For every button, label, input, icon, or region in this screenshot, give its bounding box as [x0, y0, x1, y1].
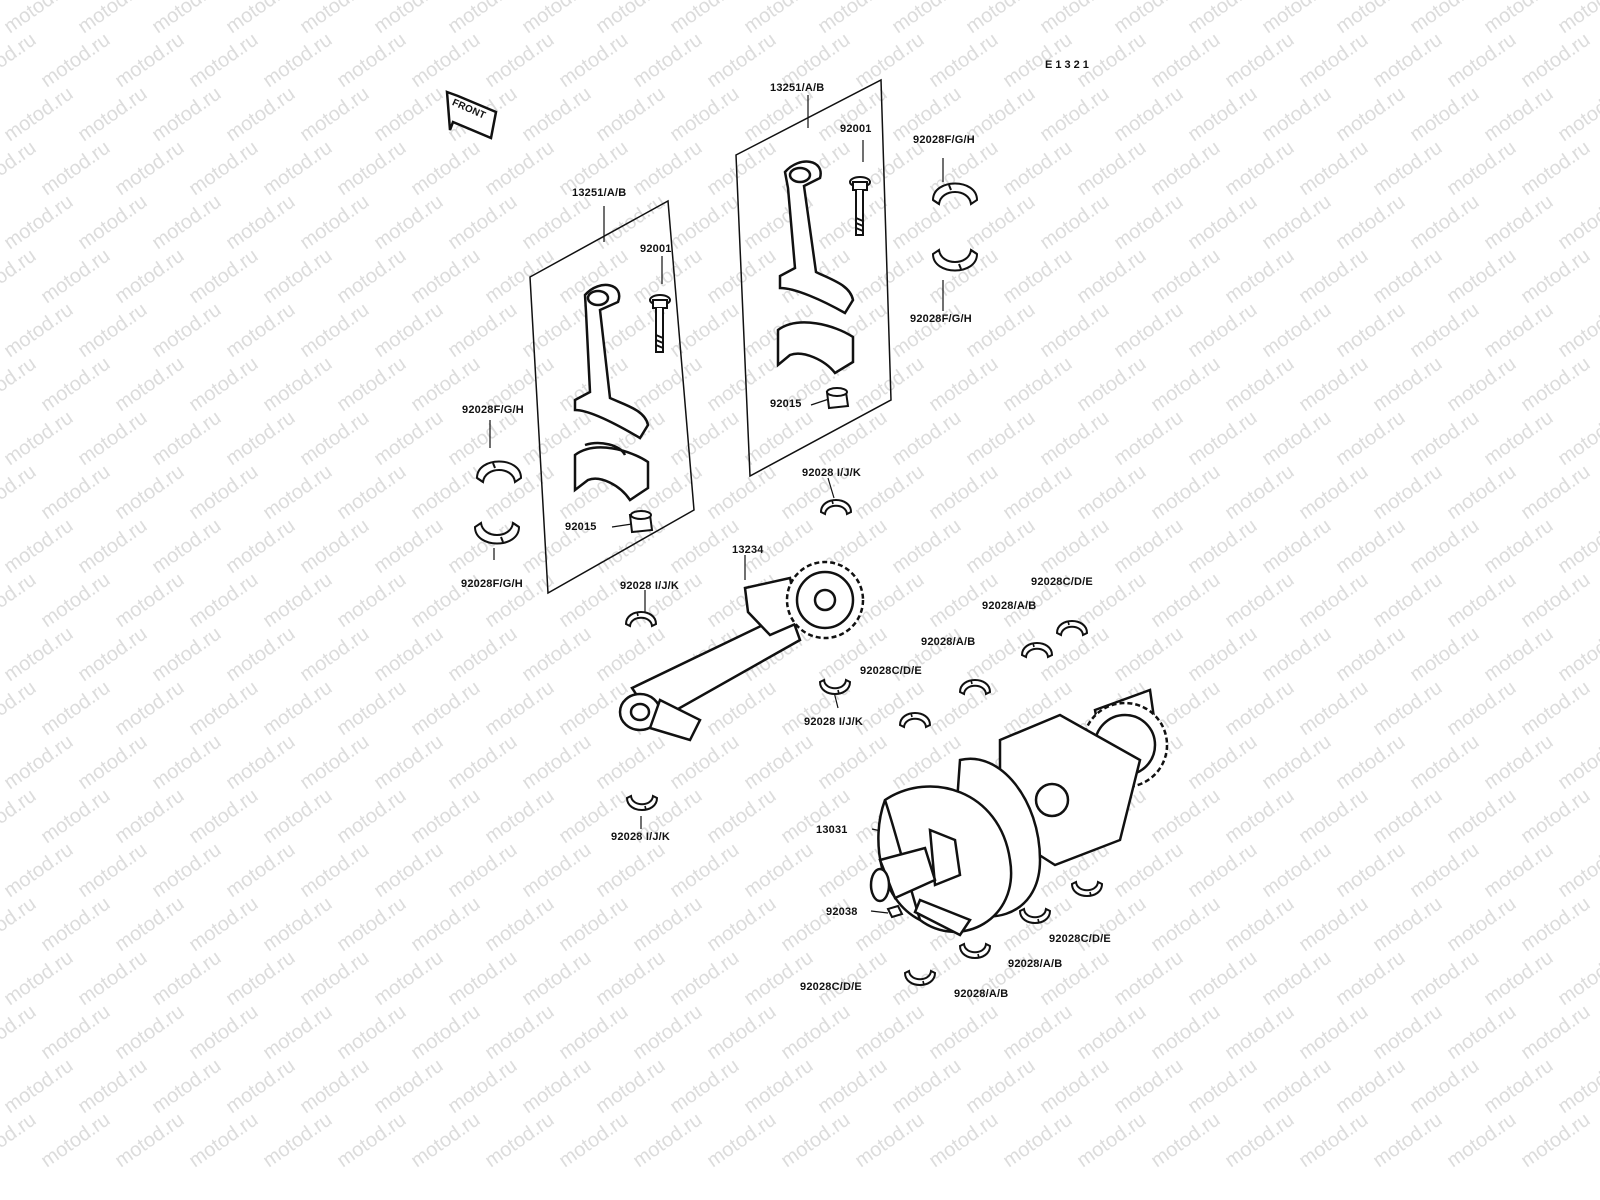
label-bearing-fgh-right-top: 92028F/G/H: [913, 134, 975, 146]
label-bearing-ab-1: 92028/A/B: [982, 600, 1037, 612]
label-bearing-ijk-top: 92028 I/J/K: [802, 467, 862, 479]
label-rod-assy-right: 13251/A/B: [770, 82, 825, 94]
balancer-shaft: [618, 560, 865, 742]
label-bearing-cde-2: 92028C/D/E: [860, 665, 922, 677]
label-bearing-fgh-left-bottom: 92028F/G/H: [461, 578, 523, 590]
rod-assy-frame-right: [735, 78, 892, 478]
label-crankshaft: 13031: [816, 824, 848, 836]
label-bearing-ab-2: 92028/A/B: [921, 636, 976, 648]
label-bearing-fgh-right-bottom: 92028F/G/H: [910, 313, 972, 325]
rod-nut-right: [825, 387, 850, 410]
label-nut-left: 92015: [565, 521, 597, 533]
rod-nut-left: [628, 510, 654, 534]
label-bearing-cde-1: 92028C/D/E: [1031, 576, 1093, 588]
label-key: 92038: [826, 906, 858, 918]
label-bearing-ab-4: 92028/A/B: [954, 988, 1009, 1000]
label-bearing-ijk-bottom: 92028 I/J/K: [611, 831, 671, 843]
label-bolt-left: 92001: [640, 243, 672, 255]
rod-assy-frame-left: [529, 199, 695, 595]
label-bearing-ijk-mid: 92028 I/J/K: [804, 716, 864, 728]
rod-bolt-right: [849, 176, 871, 236]
label-bearing-cde-4: 92028C/D/E: [800, 981, 862, 993]
label-nut-right: 92015: [770, 398, 802, 410]
crankshaft-key: [886, 904, 904, 919]
diagram-id: E1321: [1045, 59, 1092, 71]
label-bearing-ijk-left: 92028 I/J/K: [620, 580, 680, 592]
front-arrow: [445, 90, 498, 140]
label-balancer-shaft: 13234: [732, 544, 764, 556]
label-rod-assy-left: 13251/A/B: [572, 187, 627, 199]
label-bearing-ab-3: 92028/A/B: [1008, 958, 1063, 970]
leader-lines: [489, 95, 944, 914]
label-bolt-right: 92001: [840, 123, 872, 135]
rod-bolt-left: [649, 294, 671, 353]
crankshaft: [869, 688, 1169, 937]
label-bearing-fgh-left-top: 92028F/G/H: [462, 404, 524, 416]
connecting-rod-right: [776, 160, 855, 375]
label-bearing-cde-3: 92028C/D/E: [1049, 933, 1111, 945]
connecting-rod-left: [573, 283, 650, 502]
